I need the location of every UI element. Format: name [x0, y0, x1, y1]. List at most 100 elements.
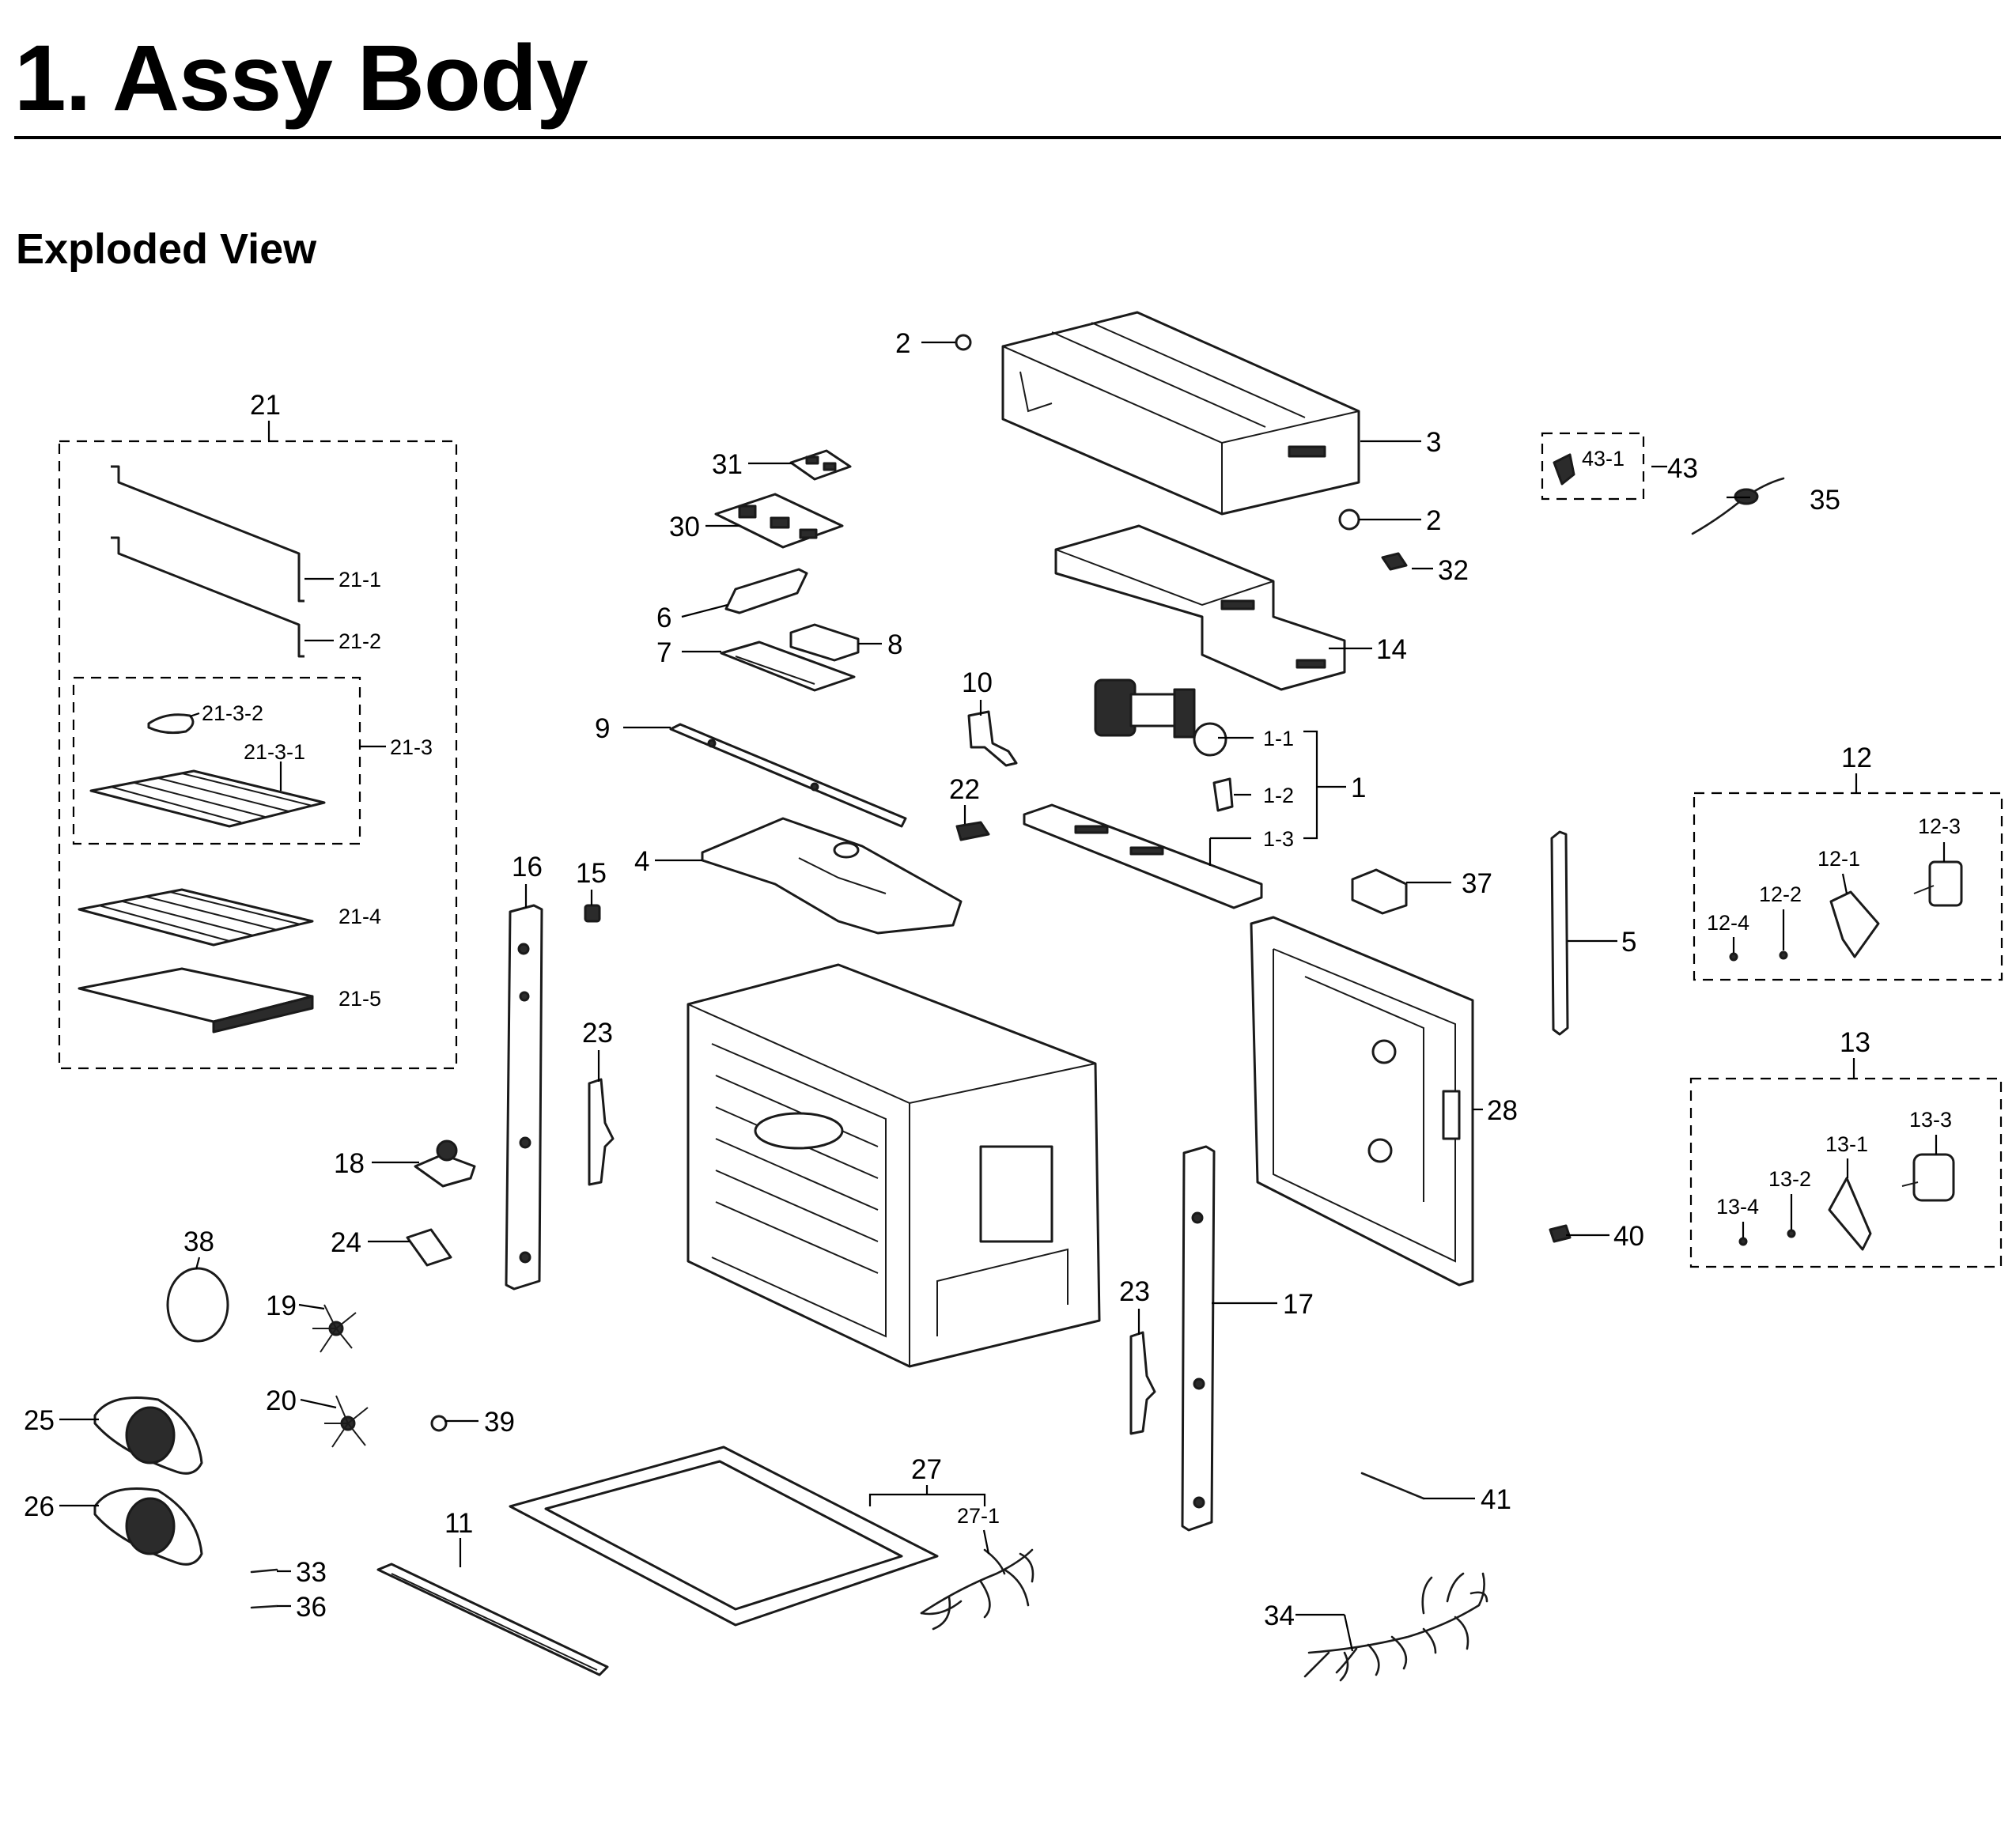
- grommet-part-2-top: [955, 334, 972, 351]
- bracket-part-10: [967, 710, 1018, 767]
- callout-16: 16: [512, 852, 543, 882]
- clip-part-40: [1549, 1224, 1572, 1243]
- callout-17: 17: [1283, 1289, 1314, 1320]
- fan-housing-part-25: [93, 1396, 203, 1475]
- callout-12-4: 12-4: [1707, 911, 1749, 935]
- relay-part-8: [789, 623, 860, 662]
- fan-blade-part-19: [312, 1304, 357, 1353]
- part-12-components: [1729, 860, 1963, 962]
- screw-part-36: [250, 1604, 278, 1609]
- callout-12: 12: [1841, 743, 1872, 773]
- pcb-part-30: [714, 493, 844, 549]
- bracket-part-6: [724, 568, 808, 614]
- group-box-21-3: [72, 676, 361, 845]
- callout-41: 41: [1481, 1484, 1511, 1515]
- sensor-part-43-1: [1553, 453, 1575, 486]
- callout-18: 18: [334, 1148, 365, 1179]
- callout-2-mid: 2: [1426, 505, 1441, 536]
- bracket-part-16: [505, 904, 543, 1291]
- sensor-part-35: [1691, 477, 1785, 535]
- callout-36: 36: [296, 1592, 327, 1623]
- callout-6: 6: [656, 603, 671, 633]
- callout-8: 8: [887, 629, 902, 660]
- clip-part-32: [1381, 552, 1408, 571]
- rails-part-21-1: [111, 465, 304, 603]
- callout-22: 22: [949, 774, 980, 805]
- callout-27: 27: [911, 1454, 942, 1485]
- wire-harness-part-27-1: [920, 1548, 1034, 1631]
- callout-21-5: 21-5: [339, 987, 381, 1011]
- callout-12-1: 12-1: [1817, 847, 1860, 871]
- screw-part-33: [250, 1568, 278, 1574]
- leader-lines: [59, 341, 1946, 1652]
- callout-35: 35: [1810, 485, 1840, 516]
- group-box-12: [1693, 792, 2003, 981]
- callout-1-1: 1-1: [1263, 727, 1294, 750]
- callout-13-3: 13-3: [1909, 1108, 1952, 1132]
- callout-19: 19: [266, 1291, 297, 1321]
- motor-part-1-1: [1094, 678, 1227, 757]
- callout-39: 39: [484, 1407, 515, 1438]
- fan-blade-part-20: [324, 1395, 369, 1448]
- callout-5: 5: [1621, 927, 1636, 958]
- callout-23-upper: 23: [582, 1018, 613, 1049]
- plate-part-1-3: [1023, 803, 1263, 909]
- callout-28: 28: [1487, 1095, 1518, 1126]
- callout-13-4: 13-4: [1716, 1195, 1759, 1219]
- callout-40: 40: [1613, 1221, 1644, 1252]
- callout-26: 26: [24, 1491, 55, 1522]
- callout-21: 21: [250, 390, 281, 421]
- nut-part-39: [430, 1415, 448, 1432]
- rack-part-21-4: [78, 888, 314, 947]
- rod-part-41: [1360, 1472, 1425, 1500]
- rail-part-9: [669, 723, 907, 828]
- callout-21-4: 21-4: [339, 905, 381, 928]
- callout-43: 43: [1667, 453, 1698, 484]
- callout-30: 30: [669, 512, 700, 542]
- title-rule: [14, 136, 2001, 139]
- hinge-part-23-lower: [1129, 1331, 1156, 1435]
- callout-43-1: 43-1: [1582, 447, 1625, 471]
- part-13-components: [1738, 1153, 1955, 1251]
- bracket-part-7: [720, 641, 856, 692]
- rack-part-21-5: [78, 967, 314, 1034]
- callout-9: 9: [595, 713, 610, 744]
- callout-21-1: 21-1: [339, 568, 381, 591]
- group-box-13: [1689, 1077, 2003, 1268]
- gasket-part-24: [406, 1228, 452, 1267]
- callout-32: 32: [1438, 555, 1469, 586]
- grommet-part-2-mid: [1338, 508, 1360, 531]
- callout-1-3: 1-3: [1263, 827, 1294, 851]
- callout-12-2: 12-2: [1759, 882, 1802, 906]
- callout-7: 7: [656, 637, 671, 668]
- bracket-part-1-2: [1212, 777, 1234, 812]
- bracket-part-5: [1550, 830, 1569, 1036]
- callout-23-lower: 23: [1119, 1276, 1150, 1307]
- rails-part-21-2: [111, 536, 304, 658]
- callout-14: 14: [1376, 634, 1407, 665]
- callout-1-2: 1-2: [1263, 784, 1294, 807]
- wire-harness-part-34: [1303, 1572, 1488, 1682]
- callout-13: 13: [1840, 1027, 1870, 1058]
- bracket-part-17: [1181, 1145, 1216, 1532]
- tray-part-4: [701, 817, 963, 935]
- callout-37: 37: [1462, 868, 1492, 899]
- callout-11: 11: [444, 1508, 473, 1539]
- callout-13-2: 13-2: [1768, 1167, 1811, 1191]
- callout-15: 15: [576, 858, 607, 889]
- callout-2-top: 2: [895, 328, 910, 359]
- fan-housing-part-26: [93, 1487, 203, 1566]
- duct-cover-part-14: [1054, 524, 1346, 691]
- oven-cavity: [686, 963, 1101, 1368]
- switch-part-18: [414, 1139, 476, 1188]
- callout-12-3: 12-3: [1918, 814, 1961, 838]
- callout-21-3-1: 21-3-1: [244, 740, 305, 764]
- handle-part-21-3-2: [147, 713, 195, 735]
- callout-21-2: 21-2: [339, 629, 381, 653]
- callout-10: 10: [962, 667, 993, 698]
- callout-27-1: 27-1: [957, 1504, 1000, 1528]
- callout-3: 3: [1426, 427, 1441, 458]
- section-title: Exploded View: [16, 225, 317, 273]
- part-15: [584, 904, 601, 923]
